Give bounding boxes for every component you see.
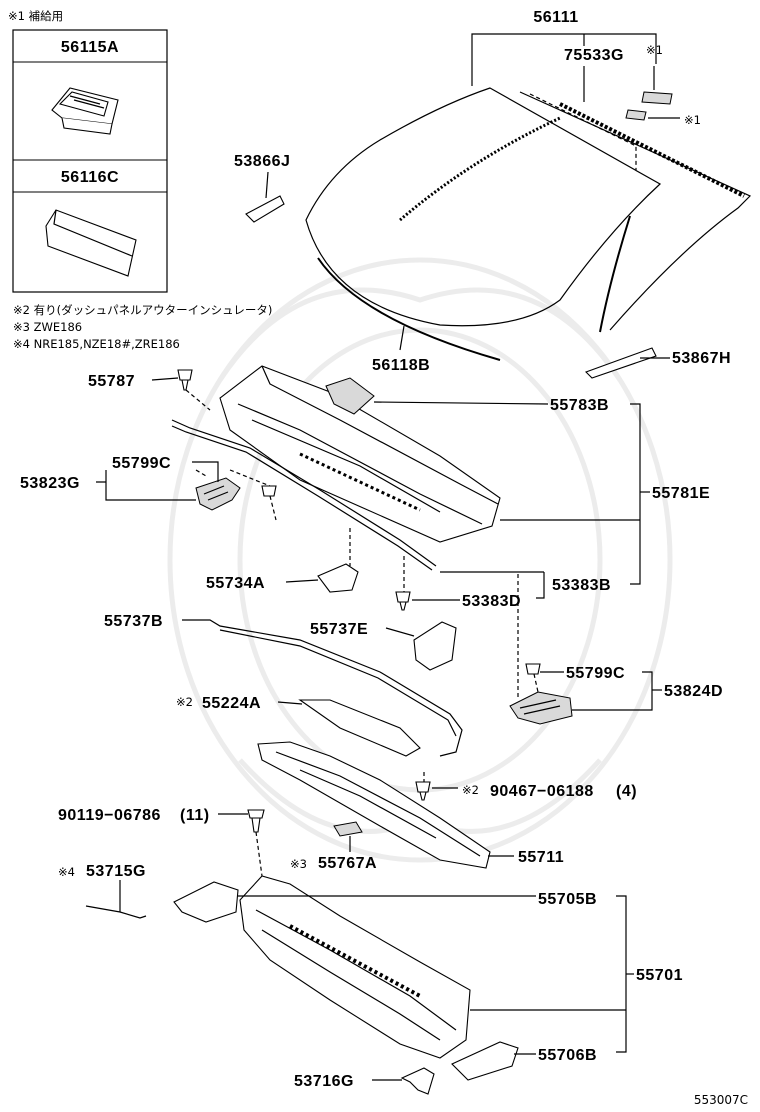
glass-pad-small [625, 109, 647, 121]
qty-90119: (11) [180, 807, 210, 824]
part-label-90119: 90119−06786 [58, 807, 161, 824]
pad-part-drawing [45, 209, 137, 277]
part-label-53824D: 53824D [664, 683, 723, 700]
bracket-53716G [400, 1067, 435, 1095]
clip-55787 [177, 369, 193, 391]
cowl-panel-55701 [239, 875, 471, 1059]
mark-1a: ※1 [646, 43, 663, 57]
part-label-53715G: 53715G [86, 863, 146, 880]
bracket-55705B [173, 881, 239, 923]
note-supply: ※1 補給用 [8, 9, 63, 23]
mark-1b: ※1 [684, 113, 701, 127]
part-label-90467: 90467−06188 [490, 783, 594, 800]
panel-55711 [257, 741, 491, 869]
part-label-75533G: 75533G [564, 47, 624, 64]
part-label-53383D: 53383D [462, 593, 521, 610]
part-53867H-drawing [585, 347, 657, 379]
clip-part-drawing [51, 87, 119, 135]
part-label-55701: 55701 [636, 967, 683, 984]
insulator-55224A [298, 699, 421, 757]
windshield-glass [305, 87, 752, 361]
part-label-53716G: 53716G [294, 1073, 354, 1090]
part-label-56118B: 56118B [372, 357, 430, 374]
part-label-55705B: 55705B [538, 891, 597, 908]
bracket-55706B [451, 1041, 519, 1081]
bracket-55734A [317, 563, 359, 593]
part-label-55799C-left: 55799C [112, 455, 171, 472]
mark-2a: ※2 [176, 695, 193, 709]
pad-55767A [333, 821, 363, 837]
part-label-55734A: 55734A [206, 575, 265, 592]
part-label-55737E: 55737E [310, 621, 368, 638]
part-label-55224A: 55224A [202, 695, 261, 712]
bracket-55737E [413, 621, 457, 671]
part-label-53867H: 53867H [672, 350, 731, 367]
bolt-90119 [247, 809, 265, 833]
glass-pad-large [641, 91, 673, 105]
diagram-code: 553007C [694, 1093, 748, 1107]
part-label-55799C-right: 55799C [566, 665, 625, 682]
bolt-90467 [415, 781, 431, 801]
part-label-53383B: 53383B [552, 577, 611, 594]
note-zwe: ※3 ZWE186 [13, 320, 82, 334]
mark-3: ※3 [290, 857, 307, 871]
part-label-53823G: 53823G [20, 475, 80, 492]
part-label-55767A: 55767A [318, 855, 377, 872]
note-nre: ※4 NRE185,NZE18#,ZRE186 [13, 337, 180, 351]
hinge-53823G [195, 477, 241, 511]
part-label-56116C: 56116C [61, 169, 119, 186]
part-label-55781E: 55781E [652, 485, 710, 502]
part-label-56111: 56111 [533, 9, 578, 26]
part-label-56115A: 56115A [61, 39, 119, 56]
part-label-55706B: 55706B [538, 1047, 597, 1064]
clip-53383D [395, 591, 411, 611]
part-label-55711: 55711 [518, 849, 564, 866]
watermark-emblem [167, 257, 673, 863]
note-insulator: ※2 有り(ダッシュパネルアウターインシュレータ) [13, 303, 272, 317]
mark-2b: ※2 [462, 783, 479, 797]
part-label-55783B: 55783B [550, 397, 609, 414]
clip-55799C-right [525, 663, 541, 675]
cowl-louver [219, 365, 501, 543]
seal-55737B [171, 419, 437, 567]
part-label-53866J: 53866J [234, 153, 290, 170]
part-label-55737B: 55737B [104, 613, 163, 630]
part-label-55787: 55787 [88, 373, 135, 390]
part-53866J-drawing [245, 195, 285, 223]
hinge-53824D [509, 691, 573, 725]
mark-4: ※4 [58, 865, 75, 879]
clip-55799C-left [261, 485, 277, 497]
qty-90467: (4) [616, 783, 637, 800]
wire-53715G [85, 905, 147, 919]
supply-parts-box: 56115A 56116C [12, 29, 168, 293]
